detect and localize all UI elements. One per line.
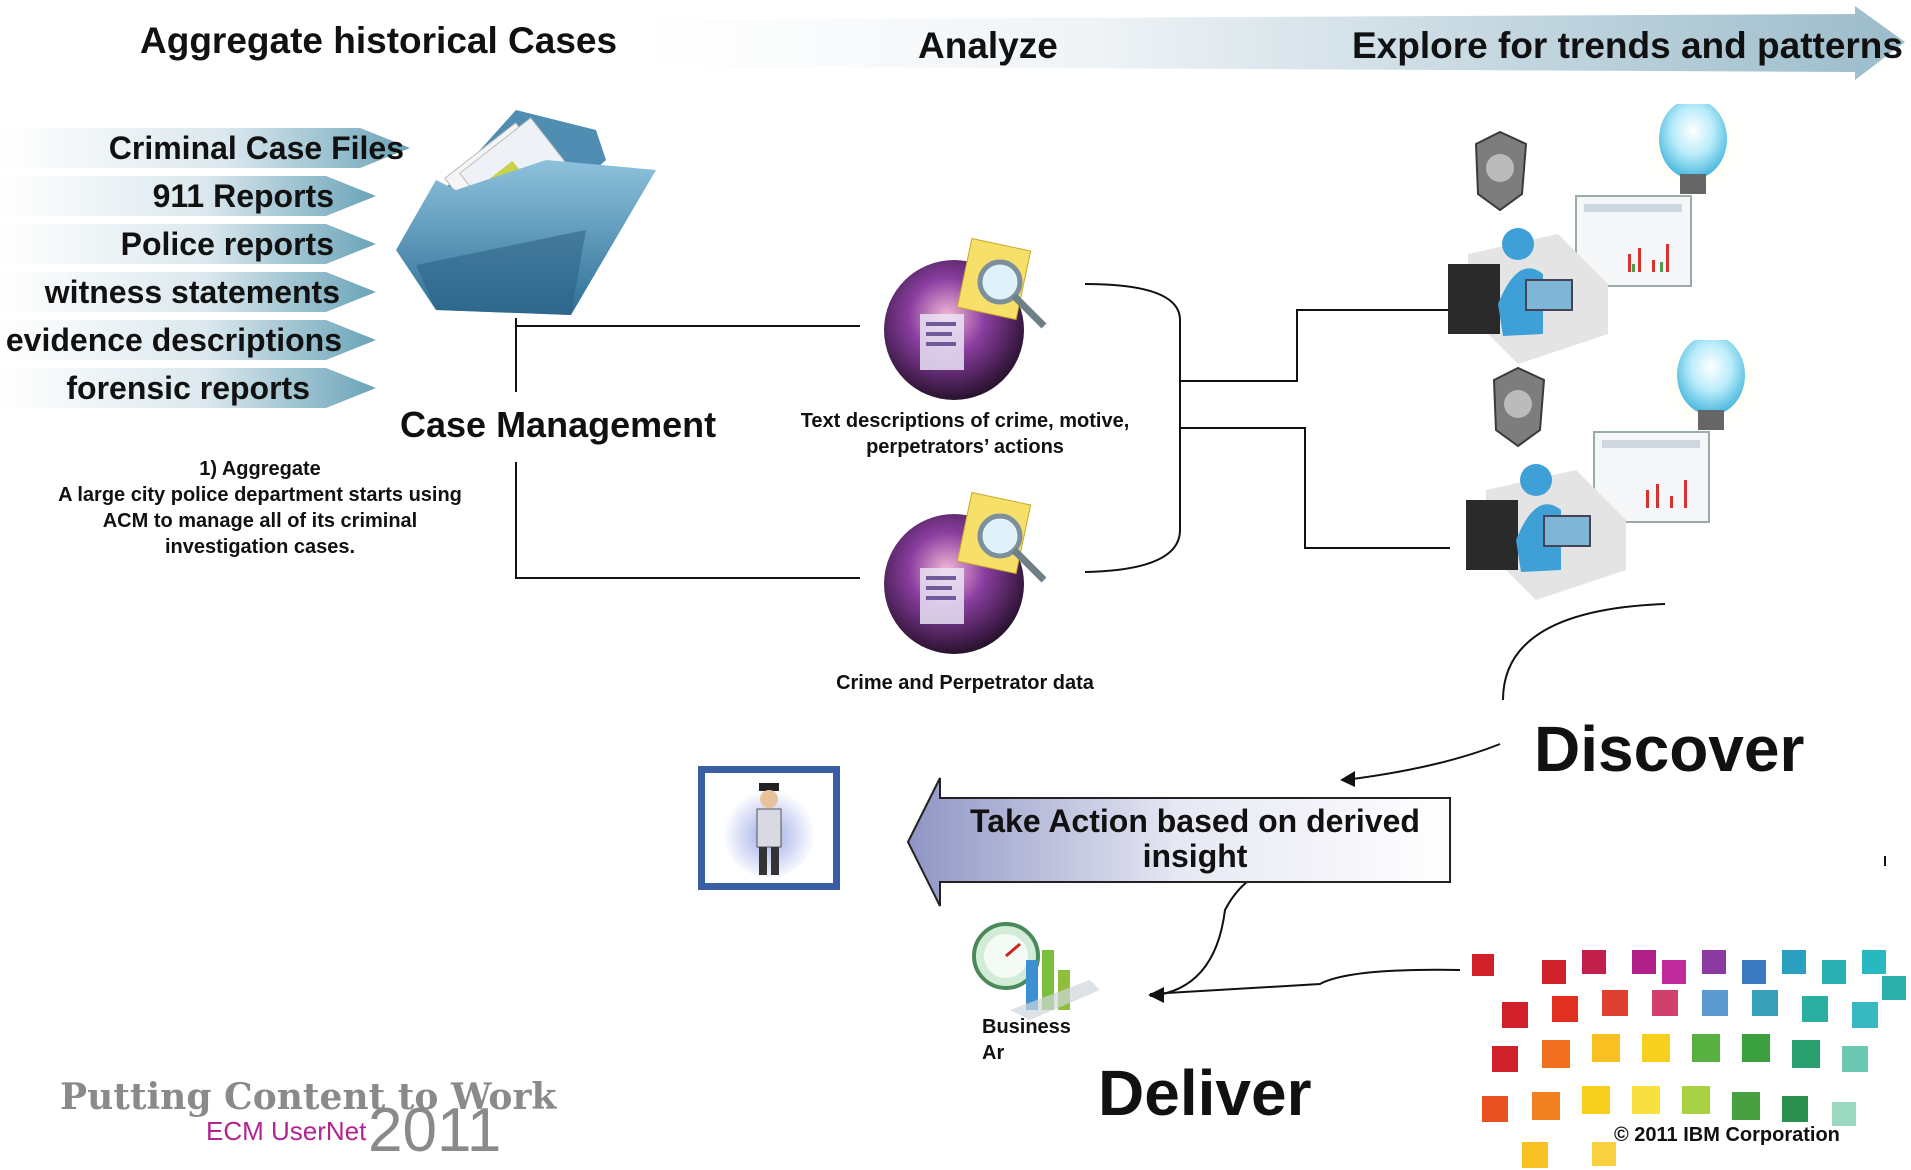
source-item: forensic reports [0,366,376,410]
source-label: forensic reports [66,370,310,406]
dashboard-gauge-icon [972,922,1100,1020]
workstation-icon [1448,104,1748,364]
copyright: © 2011 IBM Corporation [1614,1124,1840,1146]
crime-data-label: Crime and Perpetrator data [836,672,1094,694]
source-label: evidence descriptions [5,322,342,358]
header-explore: Explore for trends and patterns [1352,25,1903,66]
magnifier-icon [977,259,1047,329]
police-badge-icon [1492,366,1546,448]
discover-label: Discover [1534,713,1805,785]
officer-frame [698,766,840,890]
source-item: 911 Reports [0,174,376,218]
footer-year: 2011 [368,1096,502,1165]
analytics-disc-icon [884,491,1047,654]
folder-icon [396,110,656,315]
source-item: Criminal Case Files [0,126,410,170]
deliver-label: Deliver [1098,1057,1312,1129]
take-action-arrow [906,777,1451,907]
business-label: Business Ar [982,1016,1071,1064]
colored-cubes-icon [1472,950,1906,1168]
source-label: 911 Reports [152,178,334,214]
source-item: evidence descriptions [0,318,376,362]
source-label: Police reports [120,226,334,262]
text-descriptions-label: Text descriptions of crime, motive, perp… [800,410,1130,458]
workstation-icon [1466,340,1766,600]
lightbulb-icon [1677,340,1745,430]
header-analyze: Analyze [918,25,1058,66]
header-arrow-band [640,6,1905,80]
lightbulb-icon [1659,104,1727,194]
footer-event: ECM UserNet [206,1116,367,1146]
police-officer-icon [723,783,815,877]
magnifier-icon [977,513,1047,583]
footer-tagline: Putting Content to Work [60,1076,557,1118]
source-item: Police reports [0,222,376,266]
source-label: witness statements [44,274,340,310]
case-management-label: Case Management [400,404,717,445]
header-aggregate: Aggregate historical Cases [140,20,618,61]
police-badge-icon [1474,130,1528,212]
aggregate-note: 1) Aggregate A large city police departm… [56,456,464,560]
take-action-label: Take Action based on derived insight [970,803,1420,874]
analytics-disc-icon [884,237,1047,400]
source-label: Criminal Case Files [108,130,404,166]
source-item: witness statements [0,270,376,314]
aggregate-note-body: A large city police department starts us… [58,484,462,558]
aggregate-note-title: 1) Aggregate [199,458,321,480]
